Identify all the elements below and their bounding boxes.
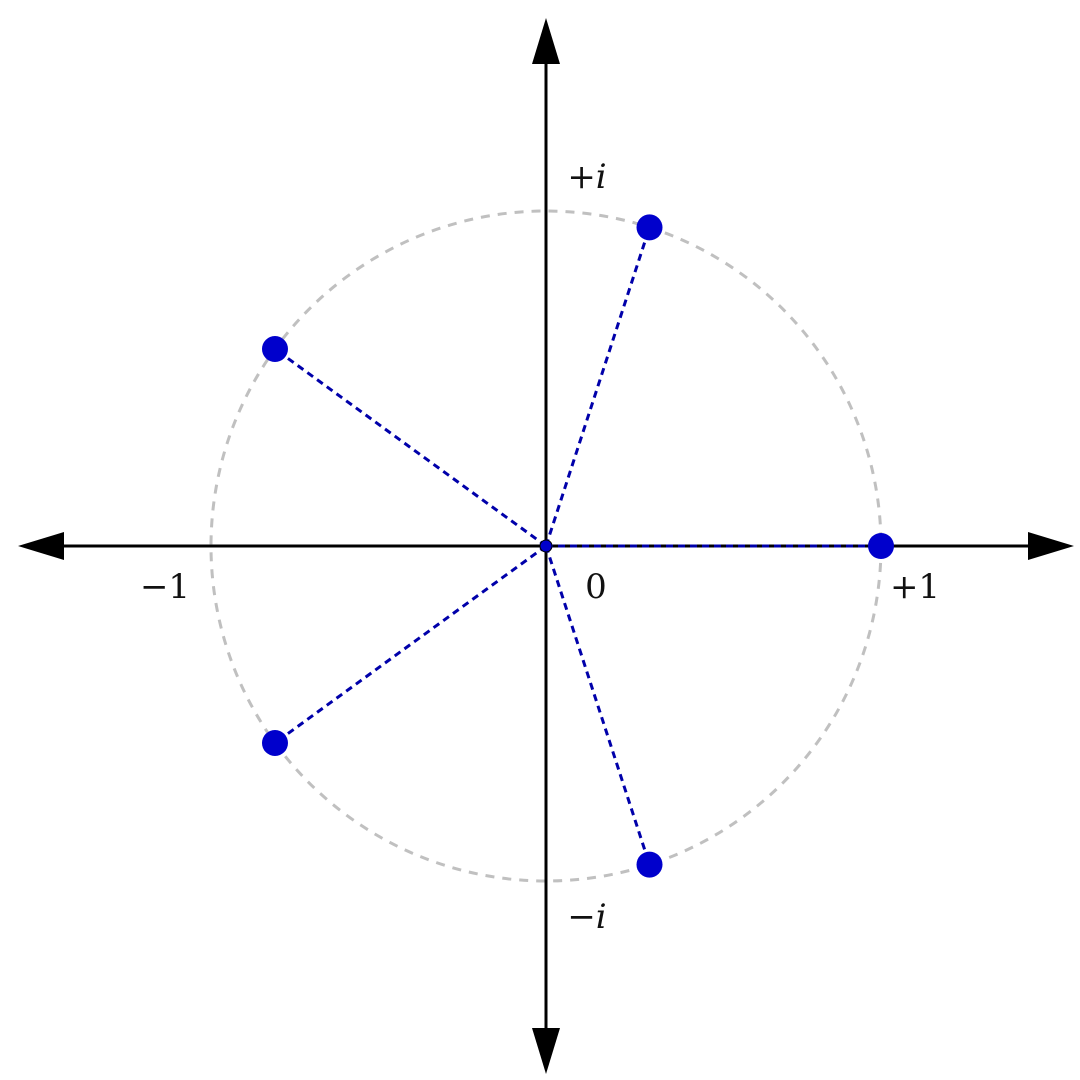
label-zero: 0 <box>585 567 607 607</box>
root-point-2 <box>636 214 663 241</box>
spoke-2 <box>544 226 651 547</box>
origin-point <box>539 539 553 553</box>
label-plus-one: +1 <box>890 567 940 607</box>
root-point-5 <box>636 851 663 878</box>
real-axis-right-arrow-icon <box>1028 532 1074 560</box>
label-minus-one: −1 <box>140 567 190 607</box>
real-axis-left-arrow-icon <box>18 532 64 560</box>
root-point-4 <box>261 729 288 756</box>
imaginary-axis-up-arrow-icon <box>532 18 560 64</box>
root-point-3 <box>261 336 288 363</box>
label-plus-i: +i <box>567 157 606 197</box>
spoke-4 <box>274 544 547 745</box>
spoke-5 <box>544 545 651 866</box>
imaginary-axis-down-arrow-icon <box>532 1028 560 1074</box>
root-point-1 <box>868 533 894 559</box>
spoke-3 <box>274 347 547 548</box>
label-minus-i: −i <box>567 897 606 937</box>
